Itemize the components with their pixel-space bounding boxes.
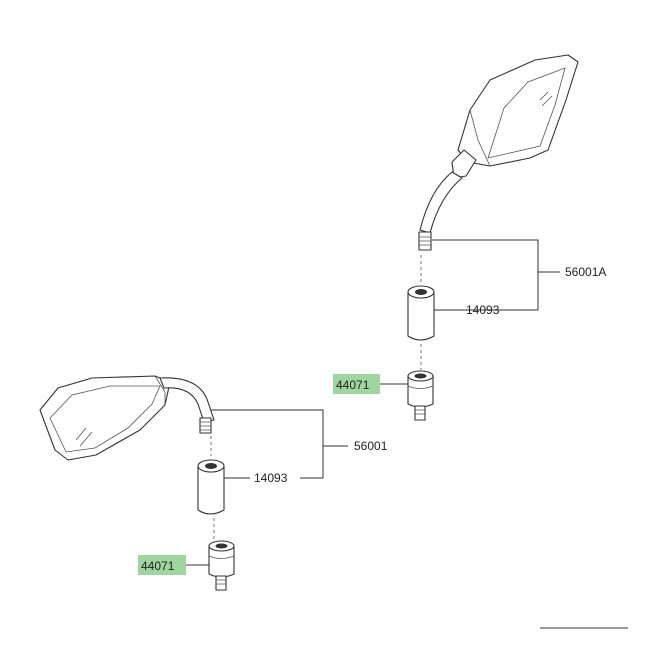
adapter-right-stud-threads (415, 409, 425, 415)
adapter-left-band (208, 555, 235, 559)
mirror-left-glass-reflection-1 (75, 427, 87, 441)
spacer-left[interactable] (197, 459, 225, 515)
highlight-44071-left (138, 555, 186, 575)
adapter-left-stud (215, 575, 227, 591)
mirror-right-housing (457, 54, 579, 167)
adapter-right-stud (414, 405, 426, 421)
label-56001a: 56001A (565, 265, 606, 279)
mirror-left-glass (49, 385, 161, 453)
leaders-left (186, 409, 348, 566)
mirror-right-glass-reflection-2 (541, 95, 553, 107)
label-14093-left: 14093 (254, 471, 288, 485)
mirror-left-housing-edge (154, 375, 166, 405)
spacer-right-body (407, 291, 435, 341)
label-56001: 56001 (354, 439, 388, 453)
mirror-right-stem (419, 171, 463, 234)
spacer-right-hole (415, 289, 427, 295)
mirror-left-thread (199, 417, 212, 434)
adapter-right-band (407, 385, 434, 389)
mirror-right-assembly[interactable] (418, 54, 579, 251)
leader-56001a (432, 239, 560, 310)
mirror-left-assembly[interactable] (39, 375, 215, 461)
spacer-right[interactable] (407, 285, 435, 341)
adapter-left[interactable] (208, 540, 235, 591)
leader-56001 (211, 409, 348, 478)
mirror-right-housing-edge (469, 109, 491, 167)
adapter-right-hole (414, 373, 427, 379)
mirror-right-glass-reflection-1 (539, 91, 549, 101)
mirror-right-thread-lines (419, 236, 431, 246)
mirror-left-housing (39, 375, 171, 461)
label-14093-right: 14093 (466, 303, 500, 317)
spacer-left-hole (205, 463, 217, 469)
spacer-left-body (197, 465, 225, 515)
label-44071-right[interactable]: 44071 (336, 378, 370, 392)
mirror-left-stem (159, 377, 215, 423)
highlight-44071-right (333, 374, 380, 394)
adapter-left-hole (215, 543, 228, 549)
adapter-right[interactable] (407, 370, 434, 421)
label-44071-left[interactable]: 44071 (141, 559, 175, 573)
mirror-left-thread-lines (200, 421, 211, 431)
mirror-right-glass (487, 67, 566, 159)
leaders-right (380, 239, 560, 385)
mirror-left-glass-reflection-2 (79, 431, 93, 447)
adapter-left-stud-threads (216, 579, 226, 585)
